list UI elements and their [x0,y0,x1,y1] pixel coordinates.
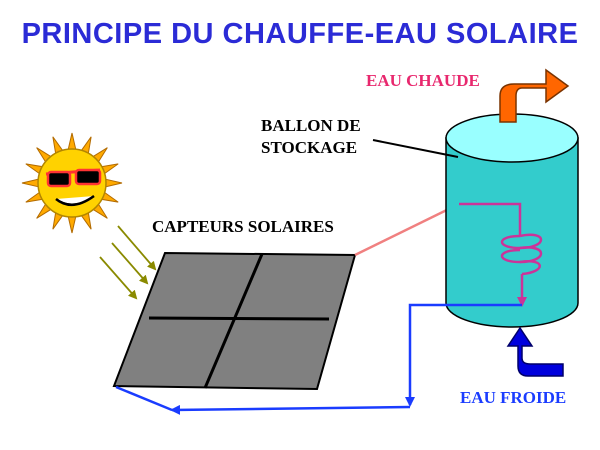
storage-tank-label-line2: STOCKAGE [261,138,358,157]
hot-water-outlet-pipe [499,68,570,123]
page-title: PRINCIPE DU CHAUFFE-EAU SOLAIRE [21,18,579,50]
heat-exchanger-coil [459,202,542,307]
hot-water-label: EAU CHAUDE [366,71,480,90]
cold-water-inlet-pipe [506,326,564,377]
storage-tank-label: BALLON DE STOCKAGE [261,115,391,159]
sun-ray-arrows [99,225,157,300]
storage-tank-label-line1: BALLON DE [261,116,361,135]
sunglasses-icon [45,168,102,188]
cold-water-label: EAU FROIDE [460,388,567,407]
return-circuit [115,303,522,415]
sun-ray-arrow-icon [117,225,157,271]
hot-transfer-pipe [354,202,461,257]
sun-icon [21,132,123,234]
solar-collector [112,251,357,391]
sun-ray-arrow-icon [111,242,149,285]
tank-label-leader [372,139,459,158]
solar-collectors-label: CAPTEURS SOLAIRES [152,217,334,236]
storage-tank [445,113,579,328]
sun-ray-arrow-icon [99,256,138,300]
